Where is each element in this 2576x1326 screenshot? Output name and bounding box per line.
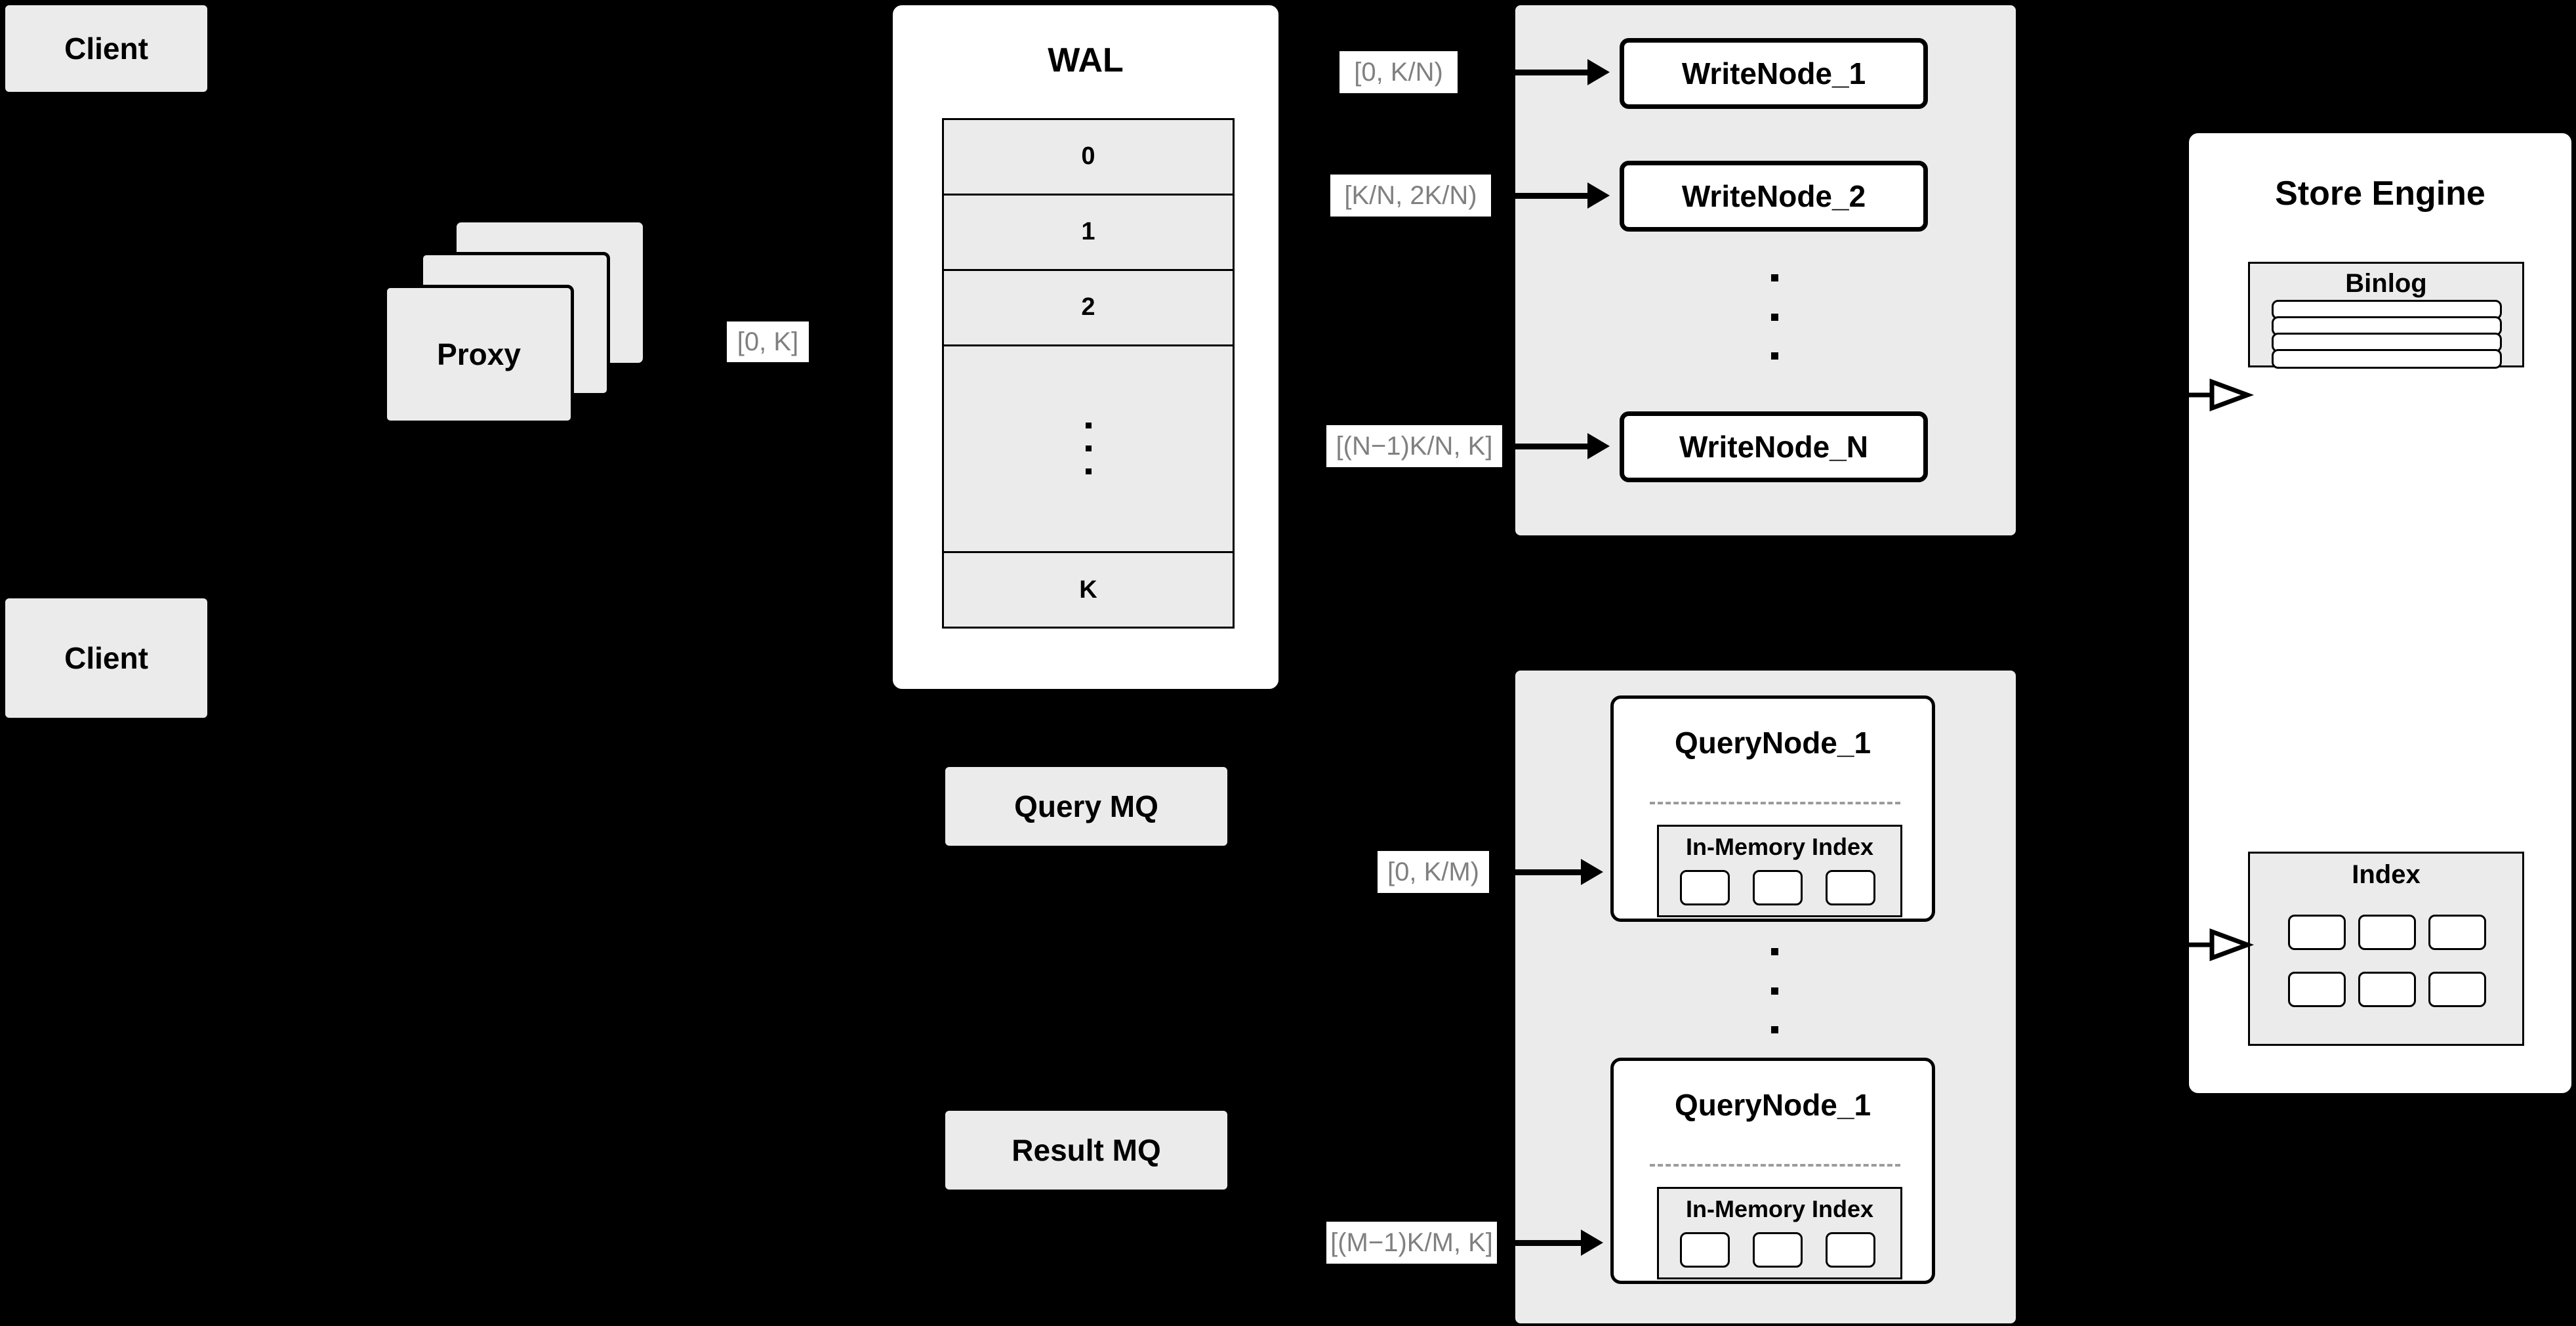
query-mq-box[interactable]: Query MQ (945, 767, 1227, 846)
edge-label-proxy-to-wal: [0, K] (727, 321, 809, 362)
client-label-2: Client (64, 641, 148, 675)
query-node-1-memory-index-title: In-Memory Index (1685, 833, 1874, 860)
query-ellipsis-dot-3 (1770, 1026, 1778, 1033)
query-node-1-index-slot-3[interactable] (1826, 870, 1875, 905)
query-node-m-memory-index: In-Memory Index (1657, 1187, 1902, 1279)
proxy-label: Proxy (437, 337, 521, 371)
write-node-ellipsis (1770, 274, 1779, 360)
wal-row-0[interactable]: 0 (944, 120, 1233, 196)
store-index-cell-r1c2[interactable] (2358, 915, 2416, 950)
query-node-m-memory-index-title: In-Memory Index (1685, 1195, 1874, 1222)
arrow-to-binlog-icon (2184, 378, 2255, 412)
query-node-1-index-slot-2[interactable] (1753, 870, 1803, 905)
arrow-line-write-2 (1410, 193, 1594, 199)
wal-ellipsis-dot-2 (1085, 445, 1092, 452)
query-ellipsis-dot-2 (1770, 987, 1778, 995)
write-node-1-label: WriteNode_1 (1681, 56, 1866, 91)
query-node-m[interactable]: QueryNode_1 In-Memory Index (1610, 1058, 1935, 1284)
store-index-title: Index (2352, 860, 2421, 889)
write-node-2[interactable]: WriteNode_2 (1620, 161, 1928, 232)
result-mq-box[interactable]: Result MQ (945, 1111, 1227, 1190)
write-ellipsis-dot-1 (1770, 274, 1778, 281)
arrow-line-query-m (1414, 1240, 1587, 1246)
wal-entry-table: 0 1 2 K (942, 118, 1235, 629)
wal-title: WAL (1048, 41, 1124, 79)
wal-row-1[interactable]: 1 (944, 196, 1233, 271)
write-ellipsis-dot-2 (1770, 313, 1778, 321)
arrow-head-write-n (1587, 433, 1610, 459)
store-engine-title: Store Engine (2275, 175, 2485, 213)
edge-label-write-1: [0, K/N) (1339, 51, 1458, 93)
arrow-head-query-m (1581, 1230, 1603, 1256)
write-ellipsis-dot-3 (1770, 352, 1778, 360)
write-node-1[interactable]: WriteNode_1 (1620, 38, 1928, 109)
client-label-1: Client (64, 31, 148, 66)
write-node-2-label: WriteNode_2 (1681, 179, 1866, 213)
query-node-1-label: QueryNode_1 (1674, 726, 1871, 760)
store-index-cell-r2c3[interactable] (2428, 972, 2486, 1007)
write-node-n[interactable]: WriteNode_N (1620, 411, 1928, 482)
edge-label-write-n: [(N−1)K/N, K] (1326, 425, 1502, 467)
arrow-head-write-2 (1587, 182, 1610, 209)
query-ellipsis-dot-1 (1770, 948, 1778, 955)
wal-ellipsis-dot-3 (1085, 468, 1092, 475)
store-index-cell-r1c1[interactable] (2288, 915, 2346, 950)
query-node-m-index-slot-3[interactable] (1826, 1232, 1875, 1268)
binlog-row-4[interactable] (2272, 349, 2502, 369)
result-mq-label: Result MQ (1012, 1133, 1161, 1167)
query-node-m-index-slot-2[interactable] (1753, 1232, 1803, 1268)
client-box-2[interactable]: Client (5, 598, 207, 718)
store-index-cell-r1c3[interactable] (2428, 915, 2486, 950)
query-node-1-memory-index: In-Memory Index (1657, 825, 1902, 917)
query-node-ellipsis (1770, 948, 1779, 1033)
query-node-1-divider (1650, 802, 1900, 804)
wal-row-ellipsis (944, 346, 1233, 554)
edge-label-query-m: [(M−1)K/M, K] (1326, 1222, 1497, 1264)
query-mq-label: Query MQ (1014, 789, 1158, 823)
proxy-stack[interactable]: Proxy (384, 220, 666, 424)
arrow-line-write-n (1410, 444, 1594, 449)
store-index-cell-r2c2[interactable] (2358, 972, 2416, 1007)
store-index-box: Index (2248, 852, 2524, 1046)
query-node-m-label: QueryNode_1 (1674, 1088, 1871, 1122)
arrow-to-index-icon (2184, 928, 2255, 962)
arrow-head-query-1 (1581, 859, 1603, 885)
write-node-n-label: WriteNode_N (1679, 430, 1868, 464)
client-box-1[interactable]: Client (5, 5, 207, 92)
query-node-m-divider (1650, 1164, 1900, 1167)
query-node-1[interactable]: QueryNode_1 In-Memory Index (1610, 695, 1935, 922)
wal-ellipsis-dot-1 (1085, 423, 1092, 429)
arrow-head-write-1 (1587, 59, 1610, 85)
wal-row-2[interactable]: 2 (944, 271, 1233, 346)
query-node-m-index-slot-1[interactable] (1680, 1232, 1730, 1268)
edge-label-write-2: [K/N, 2K/N) (1330, 175, 1491, 217)
binlog-box: Binlog (2248, 262, 2524, 369)
wal-row-k[interactable]: K (1079, 575, 1097, 604)
store-index-cell-r2c1[interactable] (2288, 972, 2346, 1007)
query-node-1-index-slot-1[interactable] (1680, 870, 1730, 905)
proxy-card-front[interactable]: Proxy (384, 285, 574, 424)
arrow-line-query-1 (1414, 869, 1587, 875)
binlog-title: Binlog (2345, 269, 2427, 298)
edge-label-query-1: [0, K/M) (1378, 851, 1489, 893)
arrow-line-write-1 (1410, 70, 1594, 75)
